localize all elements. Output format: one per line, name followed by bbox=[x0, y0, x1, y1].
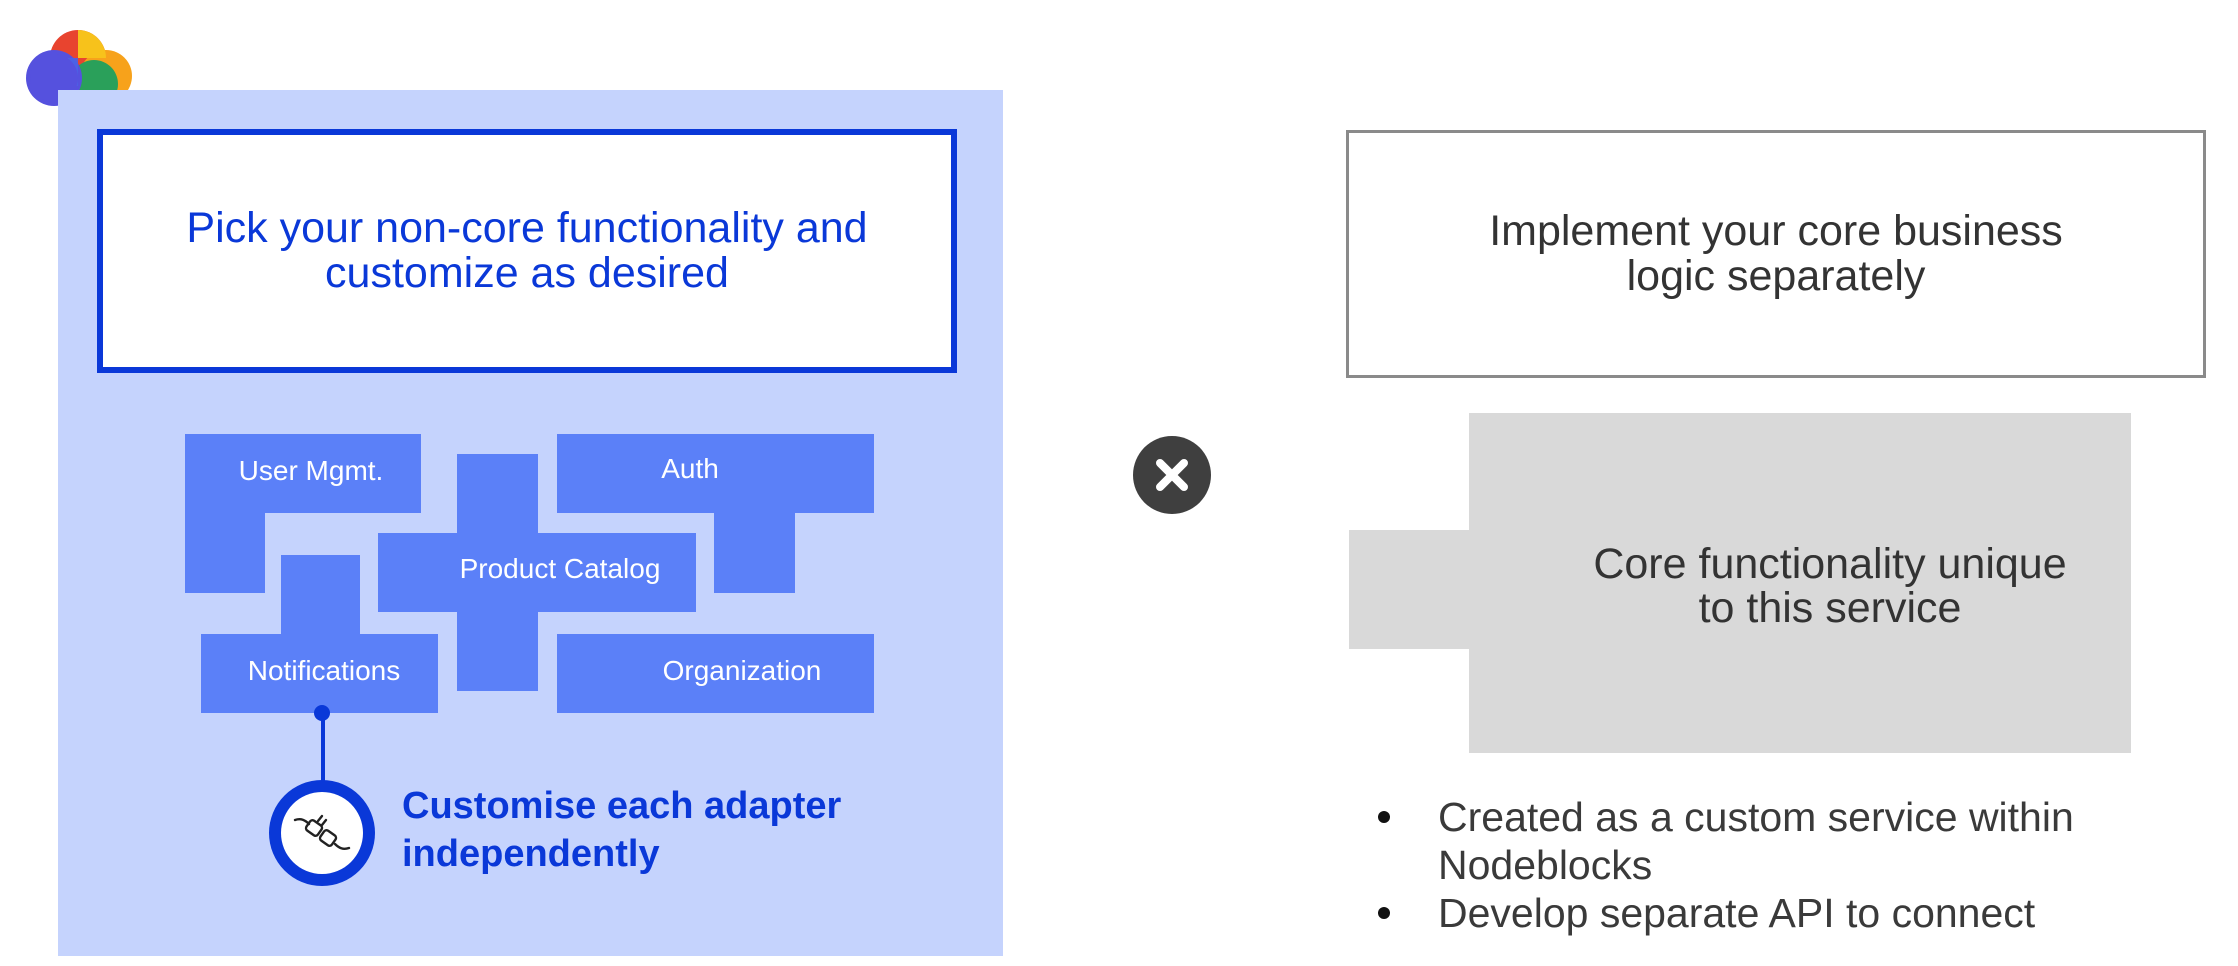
core-block-tab bbox=[1349, 530, 1479, 649]
adapter-organization-bar bbox=[557, 634, 874, 713]
adapter-label: User Mgmt. bbox=[238, 455, 384, 486]
adapter-product-catalog-bottom bbox=[457, 612, 538, 691]
bullet-item: Created as a custom service within Nodeb… bbox=[1370, 793, 2230, 889]
core-title-box: Implement your core business logic separ… bbox=[1346, 130, 2206, 378]
connector-line bbox=[321, 713, 325, 783]
adapter-caption: Customise each adapter independently bbox=[402, 785, 842, 875]
core-block-main bbox=[1469, 413, 2131, 753]
adapter-notifications-top bbox=[281, 555, 360, 634]
adapter-auth-stem bbox=[714, 513, 795, 593]
adapter-user-mgmt-stem bbox=[185, 513, 265, 593]
bullet-text: Develop separate API to connect bbox=[1438, 890, 2036, 936]
core-functionality-label: Core functionality unique to this servic… bbox=[1593, 540, 2067, 632]
bullet-text: Created as a custom service within Nodeb… bbox=[1438, 794, 2074, 888]
connector-dot bbox=[314, 705, 330, 721]
plug-icon bbox=[293, 814, 351, 850]
adapter-label: Product Catalog bbox=[459, 553, 661, 584]
adapter-product-catalog-bar bbox=[378, 533, 696, 612]
close-icon bbox=[1133, 436, 1211, 514]
plug-badge bbox=[269, 780, 375, 886]
adapter-product-catalog-top bbox=[457, 454, 538, 533]
adapter-auth-bar bbox=[557, 434, 874, 513]
adapter-notifications-bar bbox=[201, 634, 438, 713]
adapter-label: Notifications bbox=[247, 655, 401, 686]
bullet-dot bbox=[1378, 907, 1390, 919]
x-mark-icon bbox=[1156, 459, 1188, 491]
core-title: Implement your core business logic separ… bbox=[1489, 207, 2063, 300]
core-bullet-list: Created as a custom service within Nodeb… bbox=[1370, 793, 2230, 937]
bullet-dot bbox=[1378, 811, 1390, 823]
adapter-label: Auth bbox=[661, 453, 719, 484]
non-core-title: Pick your non-core functionality and cus… bbox=[186, 204, 868, 297]
adapter-label: Organization bbox=[662, 655, 822, 686]
plug-badge-inner bbox=[281, 792, 363, 874]
bullet-item: Develop separate API to connect bbox=[1370, 889, 2230, 937]
adapter-user-mgmt-bar bbox=[185, 434, 421, 513]
non-core-title-box: Pick your non-core functionality and cus… bbox=[97, 129, 957, 373]
